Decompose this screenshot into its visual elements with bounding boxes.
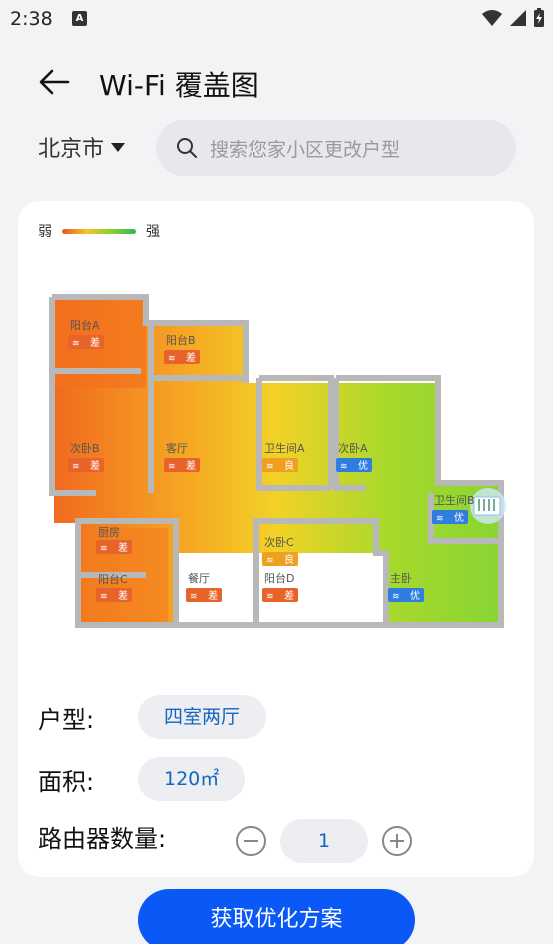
svg-text:差: 差: [186, 459, 196, 472]
room-master-bedroom: 主卧 优 ≋: [388, 572, 424, 602]
room-balcony-a: 阳台A 差 ≋: [68, 318, 104, 349]
floor-plan-map: 阳台A 差 ≋ 阳台B 差 ≋ 次卧B 差 ≋ 客厅 差 ≋: [49, 294, 506, 628]
status-time: 2:38: [10, 8, 53, 30]
svg-text:≋: ≋: [266, 556, 274, 566]
svg-text:卫生间B: 卫生间B: [434, 493, 475, 507]
room-dining-room: 餐厅 差 ≋: [186, 571, 222, 602]
caret-down-icon: [111, 143, 126, 152]
svg-text:优: 优: [410, 589, 420, 602]
svg-text:阳台B: 阳台B: [166, 333, 196, 347]
room-second-bedroom-a: 次卧A 优 ≋: [336, 441, 372, 472]
svg-text:次卧A: 次卧A: [338, 441, 368, 455]
room-balcony-c: 阳台C 差 ≋: [96, 572, 132, 602]
room-balcony-b: 阳台B 差 ≋: [164, 333, 200, 364]
legend-strong: 强: [146, 224, 160, 240]
svg-text:主卧: 主卧: [390, 572, 412, 585]
svg-text:阳台D: 阳台D: [264, 571, 294, 585]
svg-text:≋: ≋: [72, 339, 80, 349]
room-second-bedroom-b: 次卧B 差 ≋: [68, 441, 104, 472]
layout-label: 户型:: [38, 705, 95, 734]
coverage-card: 弱 强: [18, 201, 534, 877]
svg-text:良: 良: [284, 459, 294, 472]
wall: [49, 297, 96, 496]
legend-weak: 弱: [38, 224, 52, 240]
room-second-bedroom-c: 次卧C 良 ≋: [262, 535, 298, 566]
svg-text:厨房: 厨房: [98, 526, 120, 539]
svg-text:客厅: 客厅: [166, 441, 188, 455]
router-stepper: 1: [236, 819, 412, 863]
router-label: 路由器数量:: [38, 825, 167, 853]
signal-icon: [510, 10, 526, 26]
svg-text:≋: ≋: [340, 462, 348, 472]
status-bar: 2:38 A: [0, 0, 553, 38]
svg-text:阳台C: 阳台C: [98, 572, 128, 586]
svg-text:优: 优: [358, 459, 368, 472]
room-living-room: 客厅 差 ≋: [164, 441, 200, 472]
svg-text:差: 差: [90, 336, 100, 349]
svg-text:≋: ≋: [436, 514, 444, 524]
svg-text:≋: ≋: [266, 592, 274, 602]
svg-text:≋: ≋: [168, 462, 176, 472]
router-row: 路由器数量:: [38, 819, 166, 854]
router-icon: [470, 488, 506, 524]
svg-text:≋: ≋: [190, 592, 198, 602]
search-placeholder: 搜索您家小区更改户型: [210, 138, 401, 161]
svg-text:差: 差: [118, 589, 128, 602]
city-name: 北京市: [38, 137, 105, 162]
svg-text:差: 差: [186, 351, 196, 364]
battery-icon: [534, 8, 544, 27]
area-row: 面积: 120㎡: [38, 757, 246, 801]
get-optimization-button[interactable]: 获取优化方案: [138, 889, 415, 944]
layout-row: 户型: 四室两厅: [38, 695, 267, 739]
area-label: 面积:: [38, 767, 95, 796]
svg-text:≋: ≋: [100, 592, 108, 602]
svg-text:≋: ≋: [168, 354, 176, 364]
plus-icon[interactable]: [382, 826, 412, 856]
room-bathroom-a: 卫生间A 良 ≋: [262, 441, 305, 472]
svg-text:差: 差: [284, 589, 294, 602]
room-kitchen: 厨房 差 ≋: [96, 526, 132, 554]
svg-text:≋: ≋: [100, 544, 108, 554]
wifi-status-icon: [482, 10, 502, 26]
area-value[interactable]: 120㎡: [138, 757, 246, 801]
svg-text:次卧C: 次卧C: [264, 535, 294, 549]
svg-text:≋: ≋: [72, 462, 80, 472]
router-count[interactable]: 1: [280, 819, 368, 863]
svg-text:良: 良: [284, 553, 294, 566]
status-icons: [481, 8, 545, 28]
room-bathroom-b: 卫生间B 优 ≋: [432, 493, 475, 524]
svg-text:阳台A: 阳台A: [70, 318, 100, 332]
app-header: Wi-Fi 覆盖图: [0, 58, 553, 106]
minus-icon[interactable]: [236, 826, 266, 856]
city-selector[interactable]: 北京市: [38, 131, 126, 163]
legend-gradient-bar: [62, 228, 136, 234]
search-icon: [177, 138, 197, 158]
layout-value[interactable]: 四室两厅: [138, 695, 267, 739]
svg-text:差: 差: [118, 541, 128, 554]
svg-text:餐厅: 餐厅: [188, 571, 210, 585]
notification-icon: A: [72, 11, 87, 26]
signal-legend: 弱 强: [38, 221, 160, 241]
svg-text:优: 优: [454, 511, 464, 524]
search-input[interactable]: 搜索您家小区更改户型: [156, 120, 516, 176]
page-title: Wi-Fi 覆盖图: [99, 69, 259, 102]
back-arrow-icon[interactable]: [36, 64, 72, 100]
wall: [176, 518, 389, 628]
room-balcony-d: 阳台D 差 ≋: [262, 571, 298, 602]
wall: [428, 493, 501, 544]
svg-text:差: 差: [208, 589, 218, 602]
svg-text:差: 差: [90, 459, 100, 472]
wall: [52, 294, 249, 383]
wall: [333, 378, 366, 491]
wall: [336, 375, 504, 628]
svg-text:卫生间A: 卫生间A: [264, 441, 305, 455]
svg-text:≋: ≋: [392, 592, 400, 602]
wall: [256, 378, 331, 491]
wall: [259, 375, 334, 488]
svg-text:≋: ≋: [266, 462, 274, 472]
svg-text:次卧B: 次卧B: [70, 441, 100, 455]
